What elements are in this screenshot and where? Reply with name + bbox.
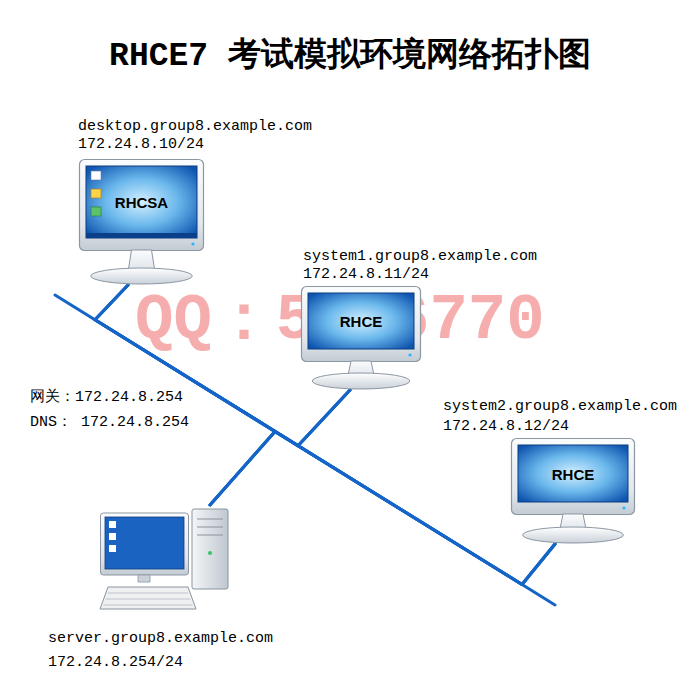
monitor-base [312,373,410,389]
desktop-icon [91,189,101,198]
network-link [210,431,555,584]
power-led [208,551,212,555]
screen-label: RHCSA [115,194,168,211]
ip-address: 172.24.8.10/24 [78,136,312,154]
network-host: system1.group8.example.com172.24.8.11/24… [300,248,540,390]
power-led [622,506,625,509]
pc-tower [192,509,228,589]
drive-slot [197,527,223,528]
taskbar [86,233,197,238]
monitor-screen [86,166,197,238]
desktop-icon [91,207,101,216]
monitor-frame [302,287,421,362]
monitor-frame [512,439,635,515]
desktop-icon [109,533,116,540]
server-computer [100,505,230,613]
screen-label: RHCE [552,465,595,482]
hostname: server.group8.example.com [48,627,273,651]
power-led [408,353,411,356]
keyboard-keys [103,605,192,606]
monitor-icon [300,285,422,390]
host-label: system2.group8.example.com172.24.8.12/24 [443,397,677,437]
pc-monitor-screen [105,517,184,569]
hostname: system2.group8.example.com [443,397,677,417]
power-led [191,242,194,245]
host-label: desktop.group8.example.com172.24.8.10/24 [78,118,312,154]
network-host: desktop.group8.example.com172.24.8.10/24… [78,118,315,285]
pc-monitor-neck [138,575,150,582]
network-link [210,390,350,505]
network-host: server.group8.example.com172.24.8.254/24 [48,505,276,675]
monitor-frame [80,160,204,251]
monitor-screen [308,293,414,349]
host-label: server.group8.example.com172.24.8.254/24 [48,627,273,675]
monitor-icon [78,158,205,285]
keyboard-keys [106,599,191,600]
hostname: system1.group8.example.com [303,248,537,266]
keyboard-keys [108,593,188,594]
desktop-icon [109,545,116,552]
ip-address: 172.24.8.12/24 [443,417,677,437]
monitor-base [91,268,193,284]
ip-address: 172.24.8.254/24 [48,651,273,675]
keyboard [100,587,196,609]
pc-monitor-frame [101,513,189,575]
monitor-icon [510,437,636,544]
network-host: system2.group8.example.com172.24.8.12/24… [443,397,680,544]
diagram-title: RHCE7 考试模拟环境网络拓扑图 [0,36,700,78]
screen-label: RHCE [340,313,383,330]
host-label: system1.group8.example.com172.24.8.11/24 [303,248,537,284]
desktop-icon [91,171,101,180]
monitor-base [523,527,624,543]
monitor-screen [518,445,628,502]
drive-slot [197,535,223,536]
desktop-icon [109,521,116,528]
gateway-label: 网关：172.24.8.254 [30,388,183,408]
drive-slot [197,519,223,520]
hostname: desktop.group8.example.com [78,118,312,136]
dns-label: DNS： 172.24.8.254 [30,413,189,433]
ip-address: 172.24.8.11/24 [303,266,537,284]
